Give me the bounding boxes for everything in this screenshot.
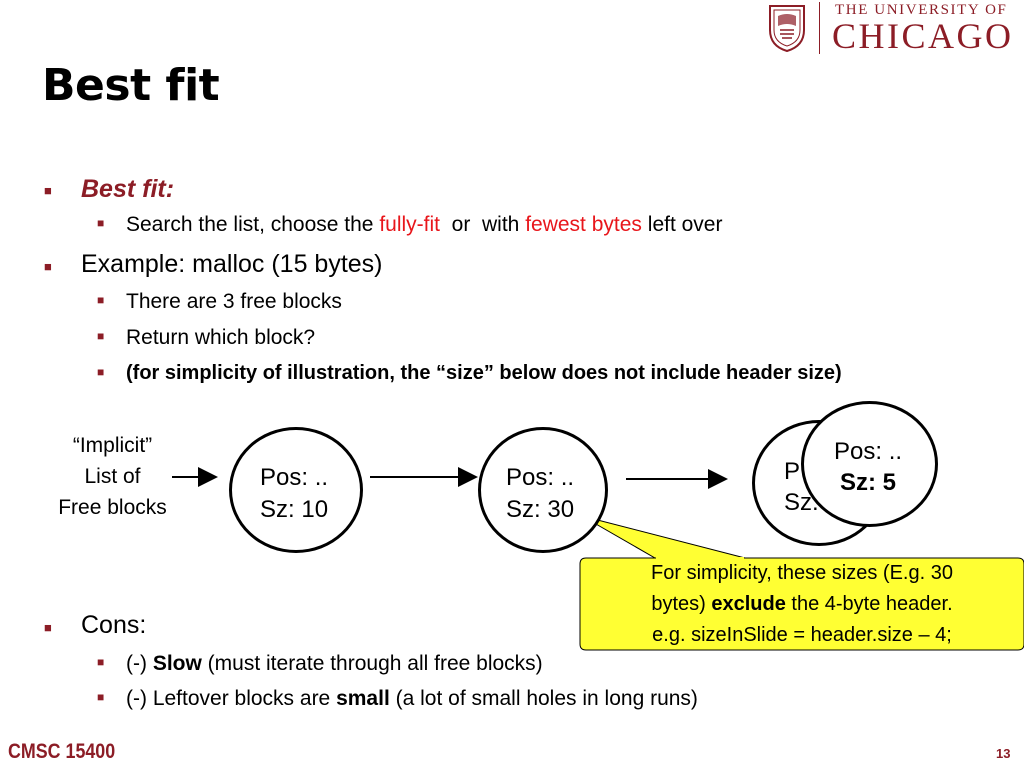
search-description: Search the list, choose the fully-fit or…	[126, 213, 723, 236]
best-fit-label: Best fit:	[81, 175, 175, 203]
sub-bullet-square-icon: ■	[97, 216, 105, 230]
sub-bullet-square-icon: ■	[97, 655, 105, 669]
free-block-4	[801, 401, 938, 527]
simplicity-note: (for simplicity of illustration, the “si…	[126, 362, 842, 384]
callout-text: For simplicity, these sizes (E.g. 30 byt…	[584, 558, 1020, 651]
sub-bullet-square-icon: ■	[97, 329, 105, 343]
free-block-2	[478, 427, 608, 553]
callout-line1: For simplicity, these sizes (E.g. 30	[651, 562, 953, 584]
cons-heading: Cons:	[81, 611, 147, 639]
bullet-square-icon: ■	[44, 259, 52, 274]
page-title: Best fit	[42, 60, 220, 111]
university-name-line2: CHICAGO	[832, 16, 1014, 56]
sub-bullet-square-icon: ■	[97, 690, 105, 704]
callout-line3: e.g. sizeInSlide = header.size – 4;	[652, 624, 952, 646]
highlight-fewest-bytes: fewest bytes	[525, 213, 642, 236]
cons-slow: (-) Slow (must iterate through all free …	[126, 652, 543, 675]
block4-size: Sz: 5	[840, 469, 897, 496]
block2-size: Sz: 30	[506, 496, 575, 523]
block1-size: Sz: 10	[260, 496, 329, 523]
block4-pos: Pos: ..	[834, 438, 903, 465]
block3-pos-partial: P	[784, 458, 801, 485]
bullet-square-icon: ■	[44, 620, 52, 635]
callout-box	[579, 557, 1024, 651]
bullet-square-icon: ■	[44, 183, 52, 198]
callout-pointer	[581, 515, 746, 559]
highlight-fully-fit: fully-fit	[379, 213, 440, 236]
block1-pos: Pos: ..	[260, 464, 329, 491]
course-code: CMSC 15400	[8, 740, 116, 763]
implicit-list-label: “Implicit” List of Free blocks	[58, 434, 167, 519]
example-heading: Example: malloc (15 bytes)	[81, 250, 383, 278]
logo-divider	[819, 2, 820, 54]
university-seal-icon	[769, 5, 805, 52]
cons-leftover: (-) Leftover blocks are small (a lot of …	[126, 687, 698, 710]
sub-bullet-square-icon: ■	[97, 365, 105, 379]
free-blocks-count: There are 3 free blocks	[126, 290, 342, 313]
page-number: 13	[996, 746, 1011, 761]
university-name-line1: THE UNIVERSITY OF	[835, 2, 1008, 18]
callout-line2: bytes) exclude the 4-byte header.	[651, 593, 953, 615]
return-which-question: Return which block?	[126, 326, 316, 349]
block2-pos: Pos: ..	[506, 464, 575, 491]
sub-bullet-square-icon: ■	[97, 293, 105, 307]
free-block-1	[229, 427, 363, 553]
